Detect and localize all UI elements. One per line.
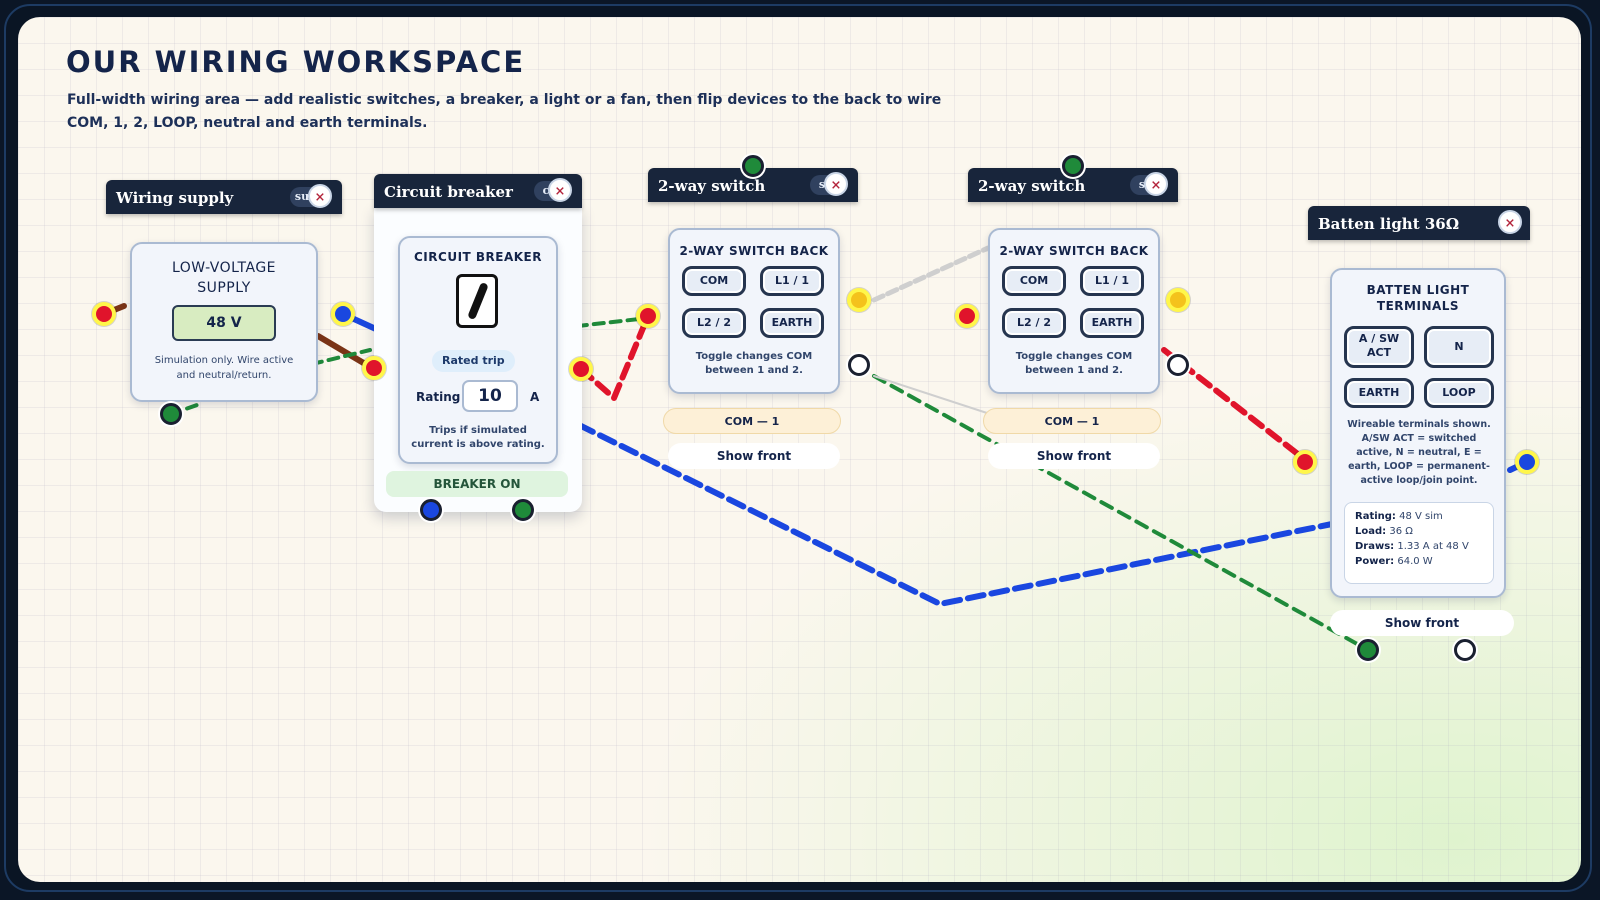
light-loop-button[interactable]: LOOP [1424,378,1494,408]
supply-active-terminal[interactable] [92,302,116,326]
breaker-load-terminal[interactable] [569,357,593,381]
switch1-com-button[interactable]: COM [682,266,746,296]
light-neutral-terminal[interactable] [1515,450,1539,474]
switch1-label: 2-way switch [658,177,766,195]
light-close-button[interactable]: × [1498,210,1522,234]
light-rating-label: Rating: [1355,511,1396,522]
switch1-note: Toggle changes COM between 1 and 2. [695,351,813,376]
switch1-l2-button[interactable]: L2 / 2 [682,308,746,338]
supply-close-button[interactable]: × [308,184,332,208]
light-power-row: Power: 64.0 W [1355,554,1483,569]
light-load-value: 36 Ω [1389,526,1413,537]
light-neutral-button[interactable]: N [1424,326,1494,368]
switch2-card: 2-WAY SWITCH BACK COM L1 / 1 L2 / 2 EART… [988,228,1160,394]
supply-card[interactable]: LOW-VOLTAGE SUPPLY 48 V Simulation only.… [130,242,318,402]
switch1-title: 2-WAY SWITCH BACK [679,244,829,258]
breaker-state-button[interactable]: BREAKER ON [386,471,568,497]
switch2-label: 2-way switch [978,177,1086,195]
supply-label-bar[interactable]: Wiring supply su × [106,180,342,214]
rating-label: Rating [416,390,461,404]
switch1-com-terminal[interactable] [636,304,660,328]
breaker-card: CIRCUIT BREAKER Rated trip Rating 10 A T… [398,236,558,464]
breaker-close-button[interactable]: × [548,178,572,202]
breaker-note: Trips if simulated current is above rati… [411,425,545,450]
supply-note: Simulation only. Wire active and neutral… [154,355,294,381]
breaker-earth-terminal[interactable] [512,499,534,521]
light-earth-terminal[interactable] [1357,639,1379,661]
switch2-show-front-button[interactable]: Show front [988,443,1160,469]
light-power-value: 64.0 W [1397,556,1433,567]
rating-unit: A [530,390,540,404]
breaker-label-bar[interactable]: Circuit breaker c × [374,174,582,208]
switch2-note: Toggle changes COM between 1 and 2. [1015,351,1133,376]
light-specs: Rating: 48 V sim Load: 36 Ω Draws: 1.33 … [1344,502,1494,584]
light-label-bar[interactable]: Batten light 36Ω × [1308,206,1530,240]
light-power-label: Power: [1355,556,1395,567]
supply-title: LOW-VOLTAGE SUPPLY [171,260,277,296]
switch2-com-terminal[interactable] [955,304,979,328]
switch2-l1-button[interactable]: L1 / 1 [1080,266,1144,296]
switch2-l1-terminal[interactable] [1166,288,1190,312]
light-earth-button[interactable]: EARTH [1344,378,1414,408]
switch1-l2-terminal[interactable] [848,354,870,376]
switch1-l1-terminal[interactable] [847,288,871,312]
switch1-earth-button[interactable]: EARTH [760,308,824,338]
light-loop-terminal[interactable] [1454,639,1476,661]
breaker-toggle-lever [467,281,489,321]
breaker-label: Circuit breaker [384,183,513,201]
switch2-close-button[interactable]: × [1144,172,1168,196]
supply-label: Wiring supply [116,189,234,207]
light-active-terminal[interactable] [1293,450,1317,474]
breaker-toggle[interactable] [456,274,498,328]
light-load-label: Load: [1355,526,1387,537]
light-a-sw-act-button[interactable]: A / SW ACT [1344,326,1414,368]
light-draws-label: Draws: [1355,541,1395,552]
supply-neutral-terminal[interactable] [331,302,355,326]
switch1-l1-button[interactable]: L1 / 1 [760,266,824,296]
light-draws-value: 1.33 A at 48 V [1397,541,1469,552]
light-label: Batten light 36Ω [1318,215,1460,233]
switch1-show-front-button[interactable]: Show front [668,443,840,469]
switch2-status: COM — 1 [983,408,1161,434]
light-rating-value: 48 V sim [1399,511,1443,522]
rated-trip-badge: Rated trip [432,350,515,372]
light-draws-row: Draws: 1.33 A at 48 V [1355,539,1483,554]
supply-voltage-input[interactable]: 48 V [172,305,276,341]
switch2-com-button[interactable]: COM [1002,266,1066,296]
light-title: BATTEN LIGHT TERMINALS [1366,283,1470,313]
rating-input[interactable]: 10 [462,380,518,412]
light-rating-row: Rating: 48 V sim [1355,509,1483,524]
switch1-close-button[interactable]: × [824,172,848,196]
breaker-line-terminal[interactable] [362,356,386,380]
switch1-earth-terminal[interactable] [742,155,764,177]
page-description: Full-width wiring area — add realistic s… [67,92,942,131]
supply-earth-terminal[interactable] [160,403,182,425]
page-title: OUR WIRING WORKSPACE [66,45,526,79]
switch2-l2-terminal[interactable] [1167,354,1189,376]
switch1-card: 2-WAY SWITCH BACK COM L1 / 1 L2 / 2 EART… [668,228,840,394]
light-load-row: Load: 36 Ω [1355,524,1483,539]
switch2-earth-button[interactable]: EARTH [1080,308,1144,338]
light-note: Wireable terminals shown. A/SW ACT = swi… [1347,419,1491,486]
switch2-l2-button[interactable]: L2 / 2 [1002,308,1066,338]
breaker-neutral-terminal[interactable] [420,499,442,521]
switch2-earth-terminal[interactable] [1062,155,1084,177]
switch2-title: 2-WAY SWITCH BACK [999,244,1149,258]
light-card: BATTEN LIGHT TERMINALS A / SW ACT N EART… [1330,268,1506,598]
breaker-title: CIRCUIT BREAKER [414,250,542,264]
light-show-front-button[interactable]: Show front [1330,610,1514,636]
switch1-status: COM — 1 [663,408,841,434]
